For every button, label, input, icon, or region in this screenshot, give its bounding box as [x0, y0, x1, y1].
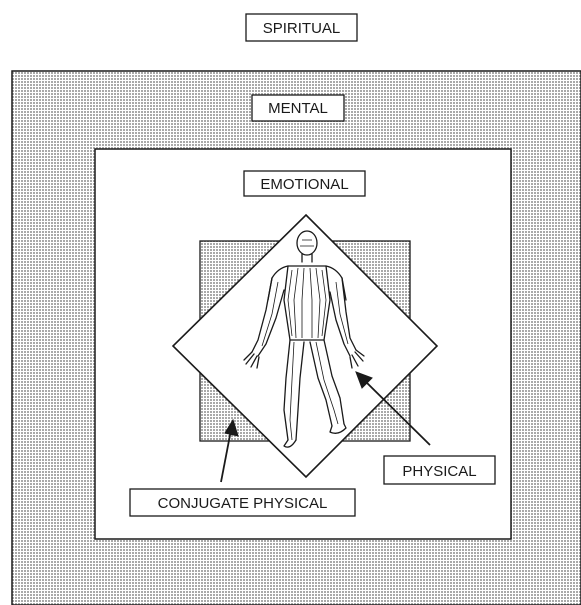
- conjugate-physical-label-text: CONJUGATE PHYSICAL: [158, 495, 328, 512]
- spiritual-label-text: SPIRITUAL: [263, 20, 341, 37]
- emotional-label: EMOTIONAL: [244, 171, 365, 196]
- mental-label-text: MENTAL: [268, 100, 328, 117]
- physical-label-text: PHYSICAL: [402, 463, 476, 480]
- emotional-label-text: EMOTIONAL: [260, 176, 348, 193]
- conjugate-physical-label: CONJUGATE PHYSICAL: [130, 489, 355, 516]
- mental-label: MENTAL: [252, 95, 344, 121]
- physical-label: PHYSICAL: [384, 456, 495, 484]
- spiritual-label: SPIRITUAL: [246, 14, 357, 41]
